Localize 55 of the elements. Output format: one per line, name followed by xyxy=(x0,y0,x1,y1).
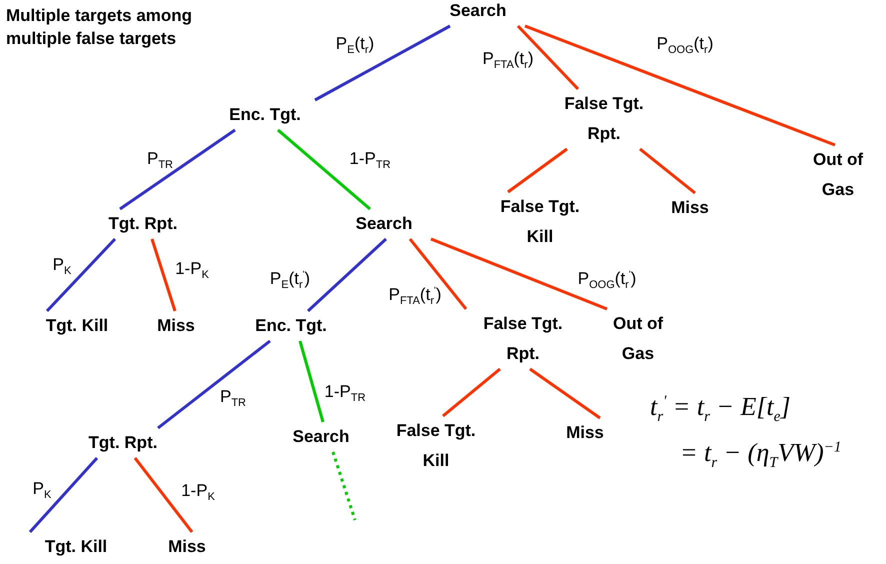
formula-line: = t$_{r}$ − (η$_{T}$VW)$^{−1}$ xyxy=(680,438,842,472)
outcome-label: False Tgt. Rpt. xyxy=(466,309,580,369)
branch-line xyxy=(134,457,194,533)
edge-label: P$_{FTA}$(t$_{r}$$^{'}$) xyxy=(388,284,442,308)
branch-line xyxy=(119,128,236,210)
edge-label: P$_{OOG}$(t$_{r}$) xyxy=(656,34,714,56)
outcome-label: False Tgt. Kill xyxy=(483,192,597,252)
outcome-label: Tgt. Rpt. xyxy=(71,428,175,458)
branch-line xyxy=(507,148,568,194)
outcome-label: Search xyxy=(274,422,368,452)
branch-line xyxy=(529,368,601,420)
branch-line xyxy=(639,148,696,194)
edge-label: P$_{OOG}$(t$_{r}$$^{'}$) xyxy=(578,268,636,292)
outcome-label: Out of Gas xyxy=(801,145,875,205)
branch-line xyxy=(524,24,836,146)
edge-label: 1-P$_{TR}$ xyxy=(349,148,391,172)
outcome-label: False Tgt. Rpt. xyxy=(547,89,661,149)
outcome-label: Miss xyxy=(553,418,617,448)
dotted-branch-line xyxy=(332,452,356,520)
edge-label: P$_{TR}$ xyxy=(220,386,246,410)
branch-line xyxy=(314,24,451,102)
edge-label: 1-P$_{TR}$ xyxy=(324,382,366,404)
outcome-label: Enc. Tgt. xyxy=(213,100,317,130)
branch-line xyxy=(46,238,116,312)
edge-label: P$_{TR}$ xyxy=(147,148,173,172)
outcome-label: Miss xyxy=(144,311,208,341)
edge-label: P$_{E}$(t$_{r}$) xyxy=(336,34,374,56)
branch-line xyxy=(28,457,98,533)
branch-line xyxy=(277,128,371,210)
diagram-title: Multiple targets among multiple false targets xyxy=(6,5,194,50)
formula-line: t$_{r}$$^{'}$ = t$_{r}$ − E[t$_{e}$] xyxy=(650,392,790,426)
outcome-label: Enc. Tgt. xyxy=(239,311,343,341)
branch-line xyxy=(157,340,271,430)
branch-line xyxy=(516,24,580,90)
edge-label: P$_{E}$(t$_{r}$$^{'}$) xyxy=(270,268,310,292)
edge-label: 1-P$_{K}$ xyxy=(181,480,215,504)
branch-line xyxy=(150,238,176,312)
edge-label: P$_{K}$ xyxy=(32,478,52,502)
outcome-label: Search xyxy=(337,209,431,239)
edge-label: P$_{FTA}$(t$_{r}$) xyxy=(482,48,534,72)
edge-label: P$_{K}$ xyxy=(52,254,72,278)
outcome-label: Miss xyxy=(155,532,219,562)
outcome-label: Search xyxy=(431,0,525,26)
edge-label: 1-P$_{K}$ xyxy=(175,258,209,282)
branch-line xyxy=(430,238,608,310)
outcome-label: Tgt. Kill xyxy=(25,311,129,341)
branch-line xyxy=(306,238,388,312)
branch-line xyxy=(298,340,324,422)
outcome-label: Tgt. Kill xyxy=(24,532,128,562)
outcome-label: False Tgt. Kill xyxy=(379,416,493,476)
outcome-label: Tgt. Rpt. xyxy=(91,209,195,239)
outcome-label: Miss xyxy=(658,193,722,223)
outcome-label: Out of Gas xyxy=(601,309,675,369)
branch-line xyxy=(408,238,468,310)
branch-line xyxy=(442,368,501,418)
